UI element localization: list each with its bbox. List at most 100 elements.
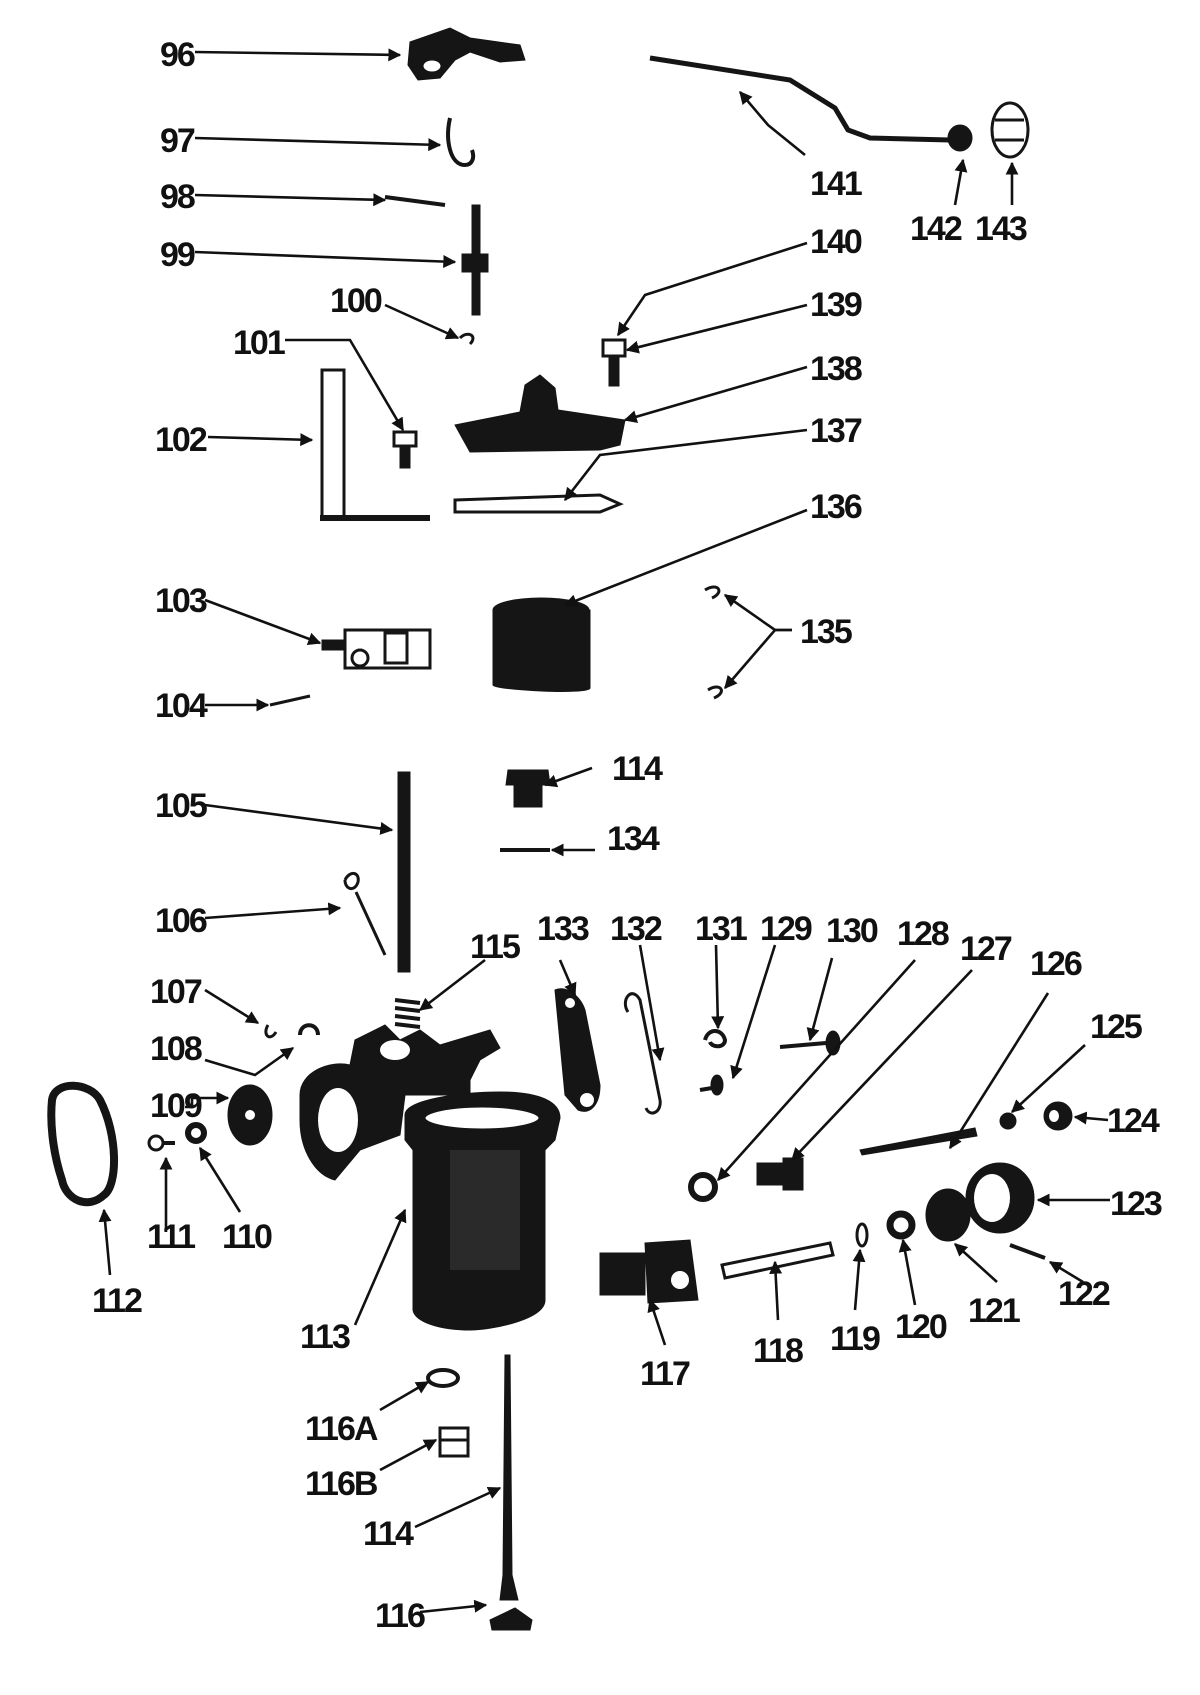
part-125-washer xyxy=(999,1112,1017,1130)
label-106: 106 xyxy=(155,902,207,940)
label-122: 122 xyxy=(1058,1275,1110,1313)
label-100: 100 xyxy=(330,282,382,320)
part-109-shutter-plate xyxy=(227,1084,273,1146)
part-106-link xyxy=(343,872,387,956)
label-128: 128 xyxy=(897,915,949,953)
part-99-needle-valve xyxy=(461,204,489,316)
label-137: 137 xyxy=(810,412,862,450)
part-141-rod xyxy=(649,55,951,143)
part-97-hook xyxy=(446,117,476,168)
label-108: 108 xyxy=(150,1030,202,1068)
label-104: 104 xyxy=(155,687,208,725)
label-102: 102 xyxy=(155,421,207,459)
part-130-screw xyxy=(779,1030,841,1056)
part-114-needle-lower xyxy=(499,1354,519,1601)
label-116B: 116B xyxy=(305,1465,378,1503)
part-labels: 96 97 98 99 100 101 102 103 104 105 106 … xyxy=(92,36,1164,1635)
label-118: 118 xyxy=(753,1332,803,1370)
part-123-cap xyxy=(965,1162,1035,1234)
label-98: 98 xyxy=(160,178,195,216)
part-114-plug-upper xyxy=(505,769,551,808)
label-135: 135 xyxy=(800,613,852,651)
label-134: 134 xyxy=(607,820,660,858)
part-101-screw xyxy=(392,430,418,469)
label-129: 129 xyxy=(760,910,812,948)
part-shapes xyxy=(47,27,1073,1631)
label-140: 140 xyxy=(810,223,862,261)
label-116: 116 xyxy=(375,1597,425,1635)
part-135-clip-lower xyxy=(707,685,723,700)
part-143-knob xyxy=(990,101,1030,159)
part-119-ring xyxy=(855,1222,869,1248)
label-109: 109 xyxy=(150,1087,202,1125)
label-133: 133 xyxy=(537,910,589,948)
part-108-clip xyxy=(298,1023,320,1036)
label-112: 112 xyxy=(92,1282,142,1320)
part-126-needle xyxy=(859,1127,978,1156)
part-103-float-hinge xyxy=(321,628,432,670)
part-100-clip xyxy=(458,332,475,346)
label-132: 132 xyxy=(610,910,662,948)
part-120-washer xyxy=(886,1210,916,1240)
label-113: 113 xyxy=(300,1318,350,1356)
part-102-float-bracket xyxy=(320,368,430,521)
part-127-fitting xyxy=(756,1157,804,1191)
label-142: 142 xyxy=(910,210,962,248)
label-114-lower: 114 xyxy=(363,1515,414,1553)
label-97: 97 xyxy=(160,122,195,160)
label-124: 124 xyxy=(1107,1102,1160,1140)
part-137-gasket xyxy=(453,493,624,514)
part-142-nut xyxy=(947,124,973,152)
label-138: 138 xyxy=(810,350,862,388)
part-128-spring-washer xyxy=(688,1172,718,1202)
part-132-wire-link xyxy=(623,992,662,1115)
label-139: 139 xyxy=(810,286,862,324)
part-121-nut xyxy=(925,1188,971,1242)
label-123: 123 xyxy=(1110,1185,1162,1223)
label-136: 136 xyxy=(810,488,862,526)
label-96: 96 xyxy=(160,36,195,74)
part-133-gasket xyxy=(554,988,601,1112)
label-119: 119 xyxy=(830,1320,880,1358)
part-131-clip xyxy=(703,1029,728,1049)
part-122-pin xyxy=(1009,1243,1046,1260)
label-116A: 116A xyxy=(305,1410,378,1448)
part-117-fuel-inlet xyxy=(599,1239,699,1304)
part-113-carburetor-body xyxy=(299,1024,561,1331)
label-121: 121 xyxy=(968,1292,1020,1330)
label-115: 115 xyxy=(470,928,520,966)
part-135-clip-upper xyxy=(704,585,721,600)
part-110-washer xyxy=(185,1122,207,1144)
label-126-lower: 126 xyxy=(1030,945,1082,983)
label-107: 107 xyxy=(150,973,202,1011)
label-105: 105 xyxy=(155,787,207,825)
part-116B-fitting xyxy=(438,1426,470,1458)
leader-lines xyxy=(98,48,1110,1614)
part-138-bowl-cover xyxy=(454,374,626,453)
part-111-screw xyxy=(147,1134,175,1152)
label-130: 130 xyxy=(826,912,878,950)
part-98-pin xyxy=(384,195,446,207)
label-141: 141 xyxy=(810,165,862,203)
label-110: 110 xyxy=(222,1218,272,1256)
label-114-upper: 114 xyxy=(612,750,663,788)
label-131: 131 xyxy=(695,910,747,948)
part-107-clip xyxy=(264,1024,278,1039)
label-125-lower: 125 xyxy=(1090,1008,1142,1046)
part-116-nut xyxy=(489,1607,533,1631)
label-111: 111 xyxy=(147,1218,195,1256)
part-115-spring xyxy=(394,998,421,1029)
part-116A-o-ring xyxy=(426,1368,460,1388)
label-103: 103 xyxy=(155,582,207,620)
label-127: 127 xyxy=(960,930,1012,968)
part-129-screw xyxy=(699,1074,724,1096)
part-136-float xyxy=(492,597,591,692)
part-139-screw xyxy=(601,338,627,387)
label-99: 99 xyxy=(160,236,195,274)
part-124-nut xyxy=(1043,1101,1073,1131)
label-120: 120 xyxy=(895,1308,947,1346)
part-118-jet xyxy=(720,1241,835,1280)
part-112-gasket xyxy=(47,1081,119,1207)
label-101: 101 xyxy=(233,324,285,362)
